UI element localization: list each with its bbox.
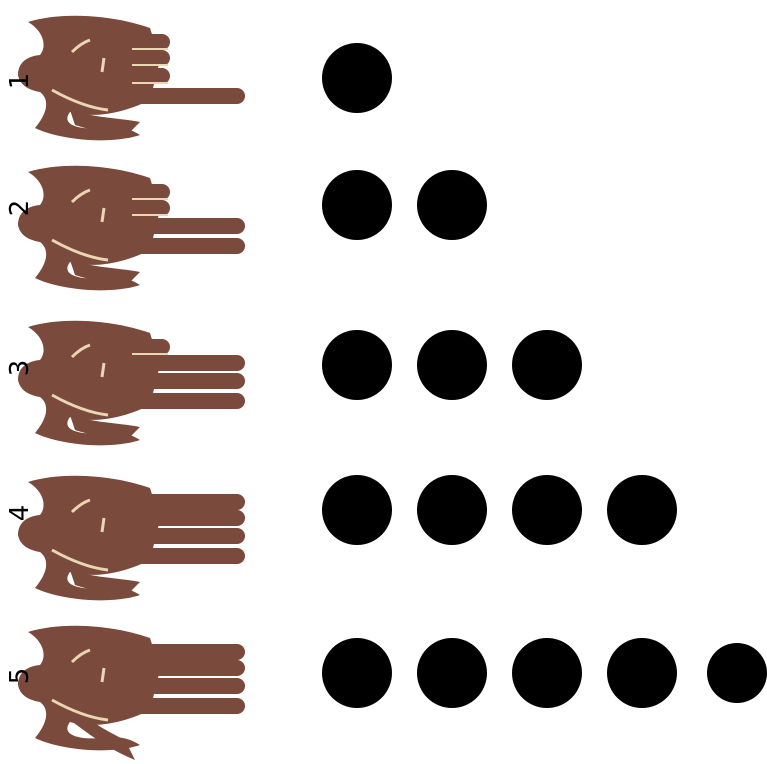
dot-group (0, 0, 767, 150)
dot-group (0, 305, 767, 455)
count-dot (607, 475, 677, 545)
count-dot (512, 330, 582, 400)
count-dot (707, 643, 767, 703)
count-dot (322, 638, 392, 708)
counting-row-5: 5 (0, 610, 767, 760)
count-dot (417, 170, 487, 240)
dot-group (0, 460, 767, 610)
counting-row-3: 3 (0, 305, 767, 455)
count-dot (322, 170, 392, 240)
count-dot (417, 475, 487, 545)
count-dot (322, 330, 392, 400)
count-dot (512, 475, 582, 545)
counting-row-2: 2 (0, 150, 767, 300)
count-dot (322, 475, 392, 545)
count-dot (512, 638, 582, 708)
count-dot (417, 638, 487, 708)
count-dot (607, 638, 677, 708)
dot-group (0, 150, 767, 300)
dot-group (0, 610, 767, 760)
counting-row-1: 1 (0, 0, 767, 150)
count-dot (322, 43, 392, 113)
counting-row-4: 4 (0, 460, 767, 610)
count-dot (417, 330, 487, 400)
